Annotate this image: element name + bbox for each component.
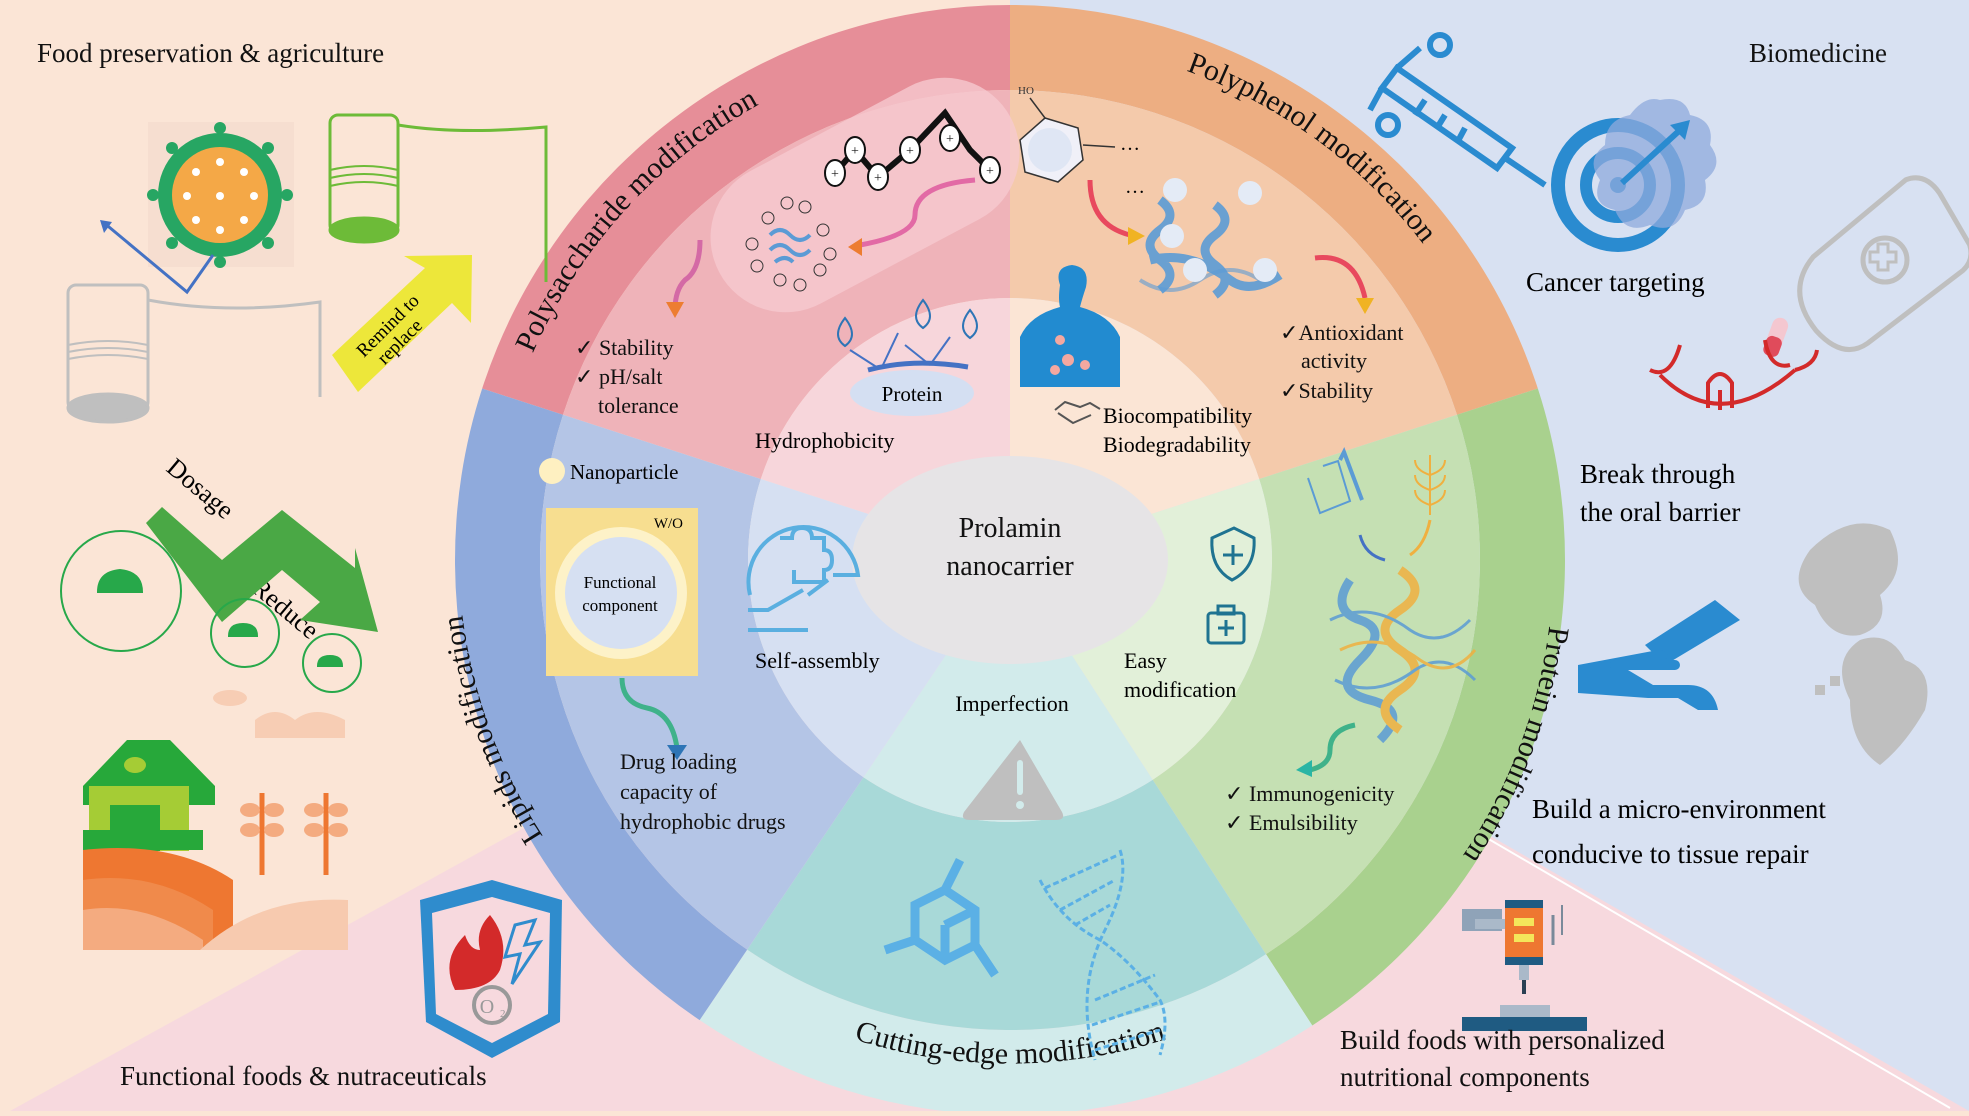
svg-text:+: +: [906, 144, 914, 159]
cutting-inner-sector: [863, 560, 1153, 822]
tissue-repair-label-1: Build a micro-environment: [1532, 794, 1826, 824]
dosage-reduce-arrow-icon: [146, 507, 378, 632]
protein-label: Protein: [882, 382, 943, 406]
svg-text:✓ pH/salt: ✓ pH/salt: [575, 364, 663, 389]
svg-text:tolerance: tolerance: [598, 393, 679, 418]
oral-barrier-label-1: Break through: [1580, 459, 1736, 489]
personalized-foods-heading-1: Build foods with personalized: [1340, 1025, 1665, 1055]
protein-benefits: ✓ Immunogenicity ✓ Emulsibility: [1225, 781, 1394, 835]
hydrophobicity-label: Hydrophobicity: [755, 428, 894, 453]
svg-text:✓ Emulsibility: ✓ Emulsibility: [1225, 810, 1358, 835]
center-title-line2: nanocarrier: [946, 550, 1074, 582]
svg-text:hydrophobic drugs: hydrophobic drugs: [620, 809, 786, 834]
svg-text:capacity of: capacity of: [620, 779, 718, 804]
protein-middle-ring: [1152, 414, 1480, 955]
drug-loading-arrow-icon: [619, 677, 680, 749]
svg-text:2: 2: [500, 1008, 506, 1020]
molecule-structure-icon: [883, 857, 999, 978]
center-ellipse: [852, 456, 1168, 664]
biocompatibility-label: Biocompatibility: [1103, 403, 1252, 428]
polyphenol-benefits: ✓Antioxidant activity ✓Stability: [1280, 320, 1404, 403]
mouth-icon: [1649, 339, 1819, 410]
spoiled-can-icon: [66, 283, 322, 424]
biomedicine-heading: Biomedicine: [1749, 38, 1887, 68]
imperfection-label: Imperfection: [955, 691, 1069, 716]
hydrophobicity-icon: Protein: [837, 298, 978, 416]
farm-icon: [83, 690, 348, 950]
medicine-bottle-icon: [1797, 175, 1969, 352]
svg-text:+: +: [946, 132, 954, 147]
arrow-icon: [1409, 519, 1432, 557]
protein-complex-icon: [1329, 566, 1477, 744]
arrow-icon: [859, 177, 976, 248]
svg-text:…: …: [1120, 133, 1140, 155]
handshake-icon: [1054, 400, 1101, 425]
fresh-can-icon: [328, 113, 548, 282]
cancer-targeting-label: Cancer targeting: [1526, 267, 1705, 297]
antimicrobial-particle-icon: [147, 122, 294, 268]
easy-modification-label-2: modification: [1124, 677, 1236, 702]
protein-outer-ring: [1265, 388, 1565, 1026]
svg-text:+: +: [986, 164, 994, 179]
svg-text:…: …: [1125, 176, 1145, 198]
lipids-outer-ring: [454, 388, 748, 1021]
svg-text:activity: activity: [1301, 348, 1367, 373]
svg-text:Drug loading: Drug loading: [620, 749, 737, 774]
wheat-icon: [1414, 455, 1446, 515]
tissue-repair-label-2: conducive to tissue repair: [1532, 839, 1809, 869]
svg-text:✓ Immunogenicity: ✓ Immunogenicity: [1225, 781, 1394, 806]
svg-text:+: +: [831, 167, 839, 182]
cutting-outer-ring: [699, 949, 1313, 1115]
cancer-target-icon: [1551, 99, 1717, 252]
pesticide-icon: [60, 530, 362, 693]
oxidation-protection-shield-icon: O 2: [420, 880, 562, 1058]
svg-text:✓Stability: ✓Stability: [1280, 378, 1373, 403]
svg-text:W/O: W/O: [654, 516, 683, 532]
svg-text:component: component: [582, 596, 658, 615]
polysaccharide-benefits: ✓ Stability ✓ pH/salt tolerance: [575, 335, 679, 418]
personalized-foods-heading-2: nutritional components: [1340, 1062, 1590, 1092]
syringe-icon: [1367, 32, 1547, 188]
polysaccharide-capsule-icon: + + + + + +: [666, 77, 1020, 318]
phenol-molecule-icon: HO … …: [1018, 85, 1145, 198]
arrow-icon: [1358, 534, 1386, 562]
milk-bottle-icon: [1307, 447, 1364, 515]
easy-modification-label-1: Easy: [1124, 648, 1167, 673]
svg-text:HO: HO: [1018, 85, 1034, 97]
polyphenol-outer-ring: [1010, 5, 1538, 415]
arrow-icon: [1309, 722, 1356, 773]
self-assembly-icon: [746, 525, 861, 632]
nanoparticle-label: Nanoparticle: [570, 460, 678, 484]
svg-text:O: O: [480, 996, 494, 1018]
cutting-middle-ring: [747, 777, 1266, 1030]
human-body-icon: [1020, 265, 1120, 387]
anionic-particle-icon: [745, 196, 837, 292]
svg-text:Functional: Functional: [584, 573, 657, 592]
dna-icon: [1038, 849, 1167, 1061]
lipids-benefits: Drug loading capacity of hydrophobic dru…: [620, 749, 786, 834]
self-assembly-label: Self-assembly: [755, 648, 880, 673]
wo-emulsion-icon: W/O Functional component: [546, 508, 698, 676]
hand-ointment-icon: [1578, 600, 1740, 710]
oral-barrier-label-2: the oral barrier: [1580, 497, 1740, 527]
trend-arrow-icon: [102, 220, 215, 295]
biodegradability-label: Biodegradability: [1103, 432, 1251, 457]
food-preservation-heading: Food preservation & agriculture: [37, 38, 385, 68]
svg-text:+: +: [851, 144, 859, 159]
warning-icon: [962, 740, 1064, 820]
first-aid-kit-icon: [1206, 604, 1246, 645]
joint-bone-icon: [1798, 523, 1928, 765]
svg-text:✓ Stability: ✓ Stability: [575, 335, 674, 360]
food-3d-printer-icon: [1462, 900, 1587, 1031]
svg-text:+: +: [874, 171, 882, 186]
arrow-down-icon: [672, 239, 703, 311]
nanoparticle-legend-icon: [539, 458, 565, 484]
functional-foods-heading: Functional foods & nutraceuticals: [120, 1061, 487, 1091]
center-title-line1: Prolamin: [958, 513, 1062, 544]
svg-text:✓Antioxidant: ✓Antioxidant: [1280, 320, 1404, 345]
shield-plus-icon: [1210, 526, 1256, 582]
polyphenol-protein-complex-icon: [1087, 178, 1374, 314]
prolamin-nanocarrier-title: Prolamin nanocarrier: [910, 510, 1110, 586]
